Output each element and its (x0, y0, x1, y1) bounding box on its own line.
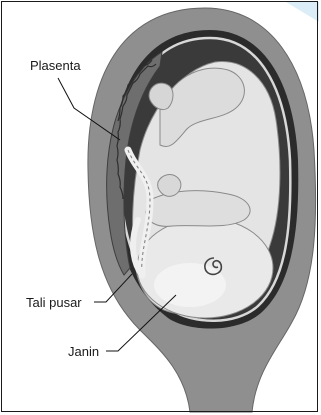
label-janin: Janin (68, 344, 99, 359)
label-plasenta: Plasenta (30, 58, 81, 73)
label-tali-pusar: Tali pusar (26, 295, 82, 310)
fetus-head-highlight (154, 263, 226, 307)
fetus-arm (146, 191, 250, 227)
fetus-hand (158, 175, 181, 197)
corner-accent (286, 2, 319, 22)
